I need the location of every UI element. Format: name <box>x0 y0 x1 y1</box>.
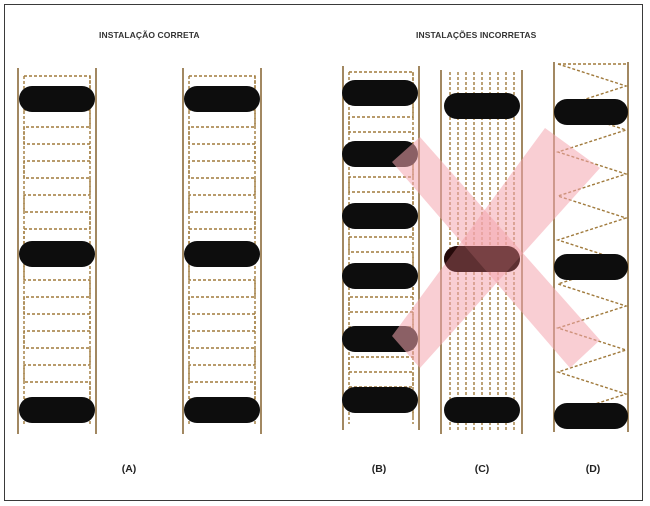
joist-block <box>342 80 418 106</box>
panel-label-d: (D) <box>585 463 601 475</box>
panel-b <box>342 66 420 430</box>
figure-frame <box>4 4 643 501</box>
joist-block <box>342 203 418 229</box>
panel-label-c: (C) <box>474 463 490 475</box>
joist-block <box>554 403 628 429</box>
joist-block <box>19 397 95 423</box>
heating-cable <box>348 71 414 417</box>
panel-label-a: (A) <box>121 463 137 475</box>
panel-a-left <box>17 68 97 434</box>
joist-block <box>444 397 520 423</box>
tinted-block <box>444 246 520 272</box>
joist-block <box>342 387 418 413</box>
x-mark-icon <box>392 128 600 368</box>
joist-block <box>184 397 260 423</box>
panel-a-right <box>182 68 262 434</box>
joist-block <box>554 99 628 125</box>
joist-block <box>554 254 628 280</box>
heading-incorrect: INSTALAÇÕES INCORRETAS <box>416 30 537 40</box>
panel-label-b: (B) <box>371 463 387 475</box>
heading-correct: INSTALAÇÃO CORRETA <box>99 30 200 40</box>
joist-block <box>19 86 95 112</box>
joist-block <box>184 86 260 112</box>
joist-block <box>184 241 260 267</box>
joist-block <box>19 241 95 267</box>
panel-d <box>553 62 629 432</box>
joist-block <box>342 263 418 289</box>
joist-block <box>444 93 520 119</box>
